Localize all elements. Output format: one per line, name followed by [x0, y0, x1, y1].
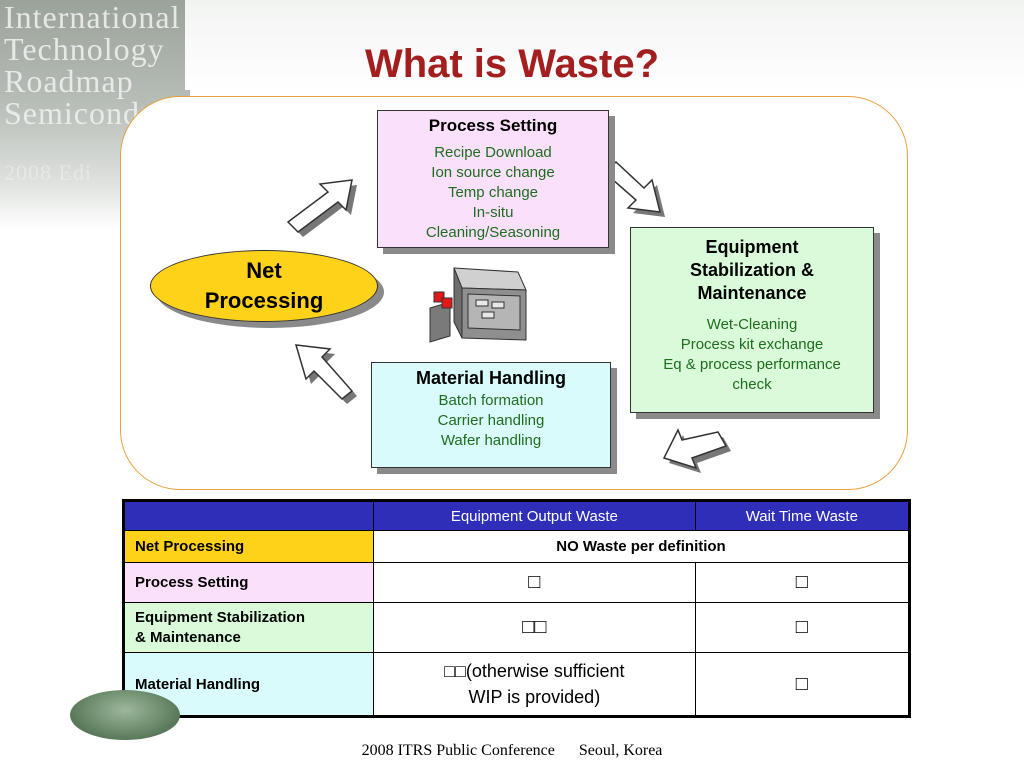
- process-setting-item: In-situ: [472, 204, 514, 221]
- equipment-item: Eq & process performance: [663, 356, 841, 373]
- process-setting-item: Cleaning/Seasoning: [425, 224, 561, 241]
- itrs-logo-icon: [70, 690, 180, 740]
- table-row: Net Processing NO Waste per definition: [123, 530, 910, 563]
- process-setting-box: Process Setting Recipe Download Ion sour…: [377, 110, 609, 248]
- outlined-block-arrow-icon: [662, 428, 731, 473]
- table-cell: □: [694, 652, 911, 717]
- equipment-item: Wet-Cleaning: [706, 316, 798, 333]
- material-handling-title: Material Handling: [415, 368, 567, 388]
- table-header-cell: Wait Time Waste: [694, 500, 911, 531]
- table-header-cell: [123, 500, 374, 531]
- table-row-label: Process Setting: [123, 562, 374, 603]
- table-cell-line: □□(otherwise sufficient: [444, 661, 625, 681]
- outlined-block-arrow-icon: [286, 179, 357, 237]
- table-row-label: Net Processing: [123, 530, 374, 563]
- table-cell: □□: [373, 602, 696, 653]
- watermark-header-band: [185, 0, 1024, 90]
- watermark-line: International: [4, 0, 181, 35]
- equipment-title: Maintenance: [697, 283, 807, 303]
- process-setting-item: Recipe Download: [434, 144, 552, 161]
- equipment-tool-icon: [429, 267, 527, 343]
- table-row: Equipment Stabilization & Maintenance □□…: [123, 602, 911, 653]
- outlined-block-arrow-icon: [294, 344, 357, 404]
- process-setting-item: Temp change: [447, 184, 539, 201]
- watermark-line: 2008 Edi: [4, 160, 93, 185]
- material-handling-box: Material Handling Batch formation Carrie…: [371, 362, 611, 468]
- process-setting-title: Process Setting: [428, 116, 558, 135]
- waste-table: Equipment Output Waste Wait Time Waste N…: [122, 499, 911, 718]
- watermark-line: Roadmap: [4, 63, 134, 99]
- watermark-line: Technology: [4, 31, 165, 67]
- table-row-label: Equipment Stabilization & Maintenance: [123, 602, 374, 653]
- net-processing-label: Net: [246, 258, 282, 283]
- table-cell: □: [694, 562, 911, 603]
- material-handling-item: Batch formation: [438, 392, 544, 409]
- table-header-cell: Equipment Output Waste: [373, 500, 696, 531]
- table-row-label: Material Handling: [123, 652, 374, 717]
- table-row-label-line: Equipment Stabilization: [135, 608, 306, 626]
- table-cell: □: [694, 602, 911, 653]
- equipment-stabilization-box: Equipment Stabilization & Maintenance We…: [630, 227, 874, 413]
- table-cell: □: [373, 562, 696, 603]
- table-row-label-line: & Maintenance: [135, 628, 241, 646]
- net-processing-ellipse: Net Processing: [150, 250, 378, 322]
- equipment-title: Equipment: [705, 237, 799, 257]
- table-header-row: Equipment Output Waste Wait Time Waste: [123, 500, 911, 531]
- table-cell: NO Waste per definition: [373, 530, 910, 563]
- material-handling-item: Carrier handling: [437, 412, 545, 429]
- table-cell-line: WIP is provided): [468, 687, 601, 707]
- equipment-item: Process kit exchange: [680, 336, 824, 353]
- table-row: Process Setting □ □: [123, 562, 911, 603]
- equipment-title: Stabilization &: [689, 260, 814, 280]
- outlined-block-arrow-icon: [602, 161, 665, 217]
- process-setting-item: Ion source change: [431, 164, 555, 181]
- table-row: Material Handling □□(otherwise sufficien…: [123, 652, 911, 717]
- footer-text: 2008 ITRS Public Conference Seoul, Korea: [361, 742, 663, 759]
- material-handling-item: Wafer handling: [440, 432, 542, 449]
- page-title: What is Waste?: [364, 42, 660, 86]
- net-processing-label: Processing: [204, 288, 324, 313]
- table-cell: □□(otherwise sufficient WIP is provided): [373, 652, 696, 717]
- watermark-line: Semicond: [4, 95, 140, 131]
- equipment-item: check: [732, 376, 772, 393]
